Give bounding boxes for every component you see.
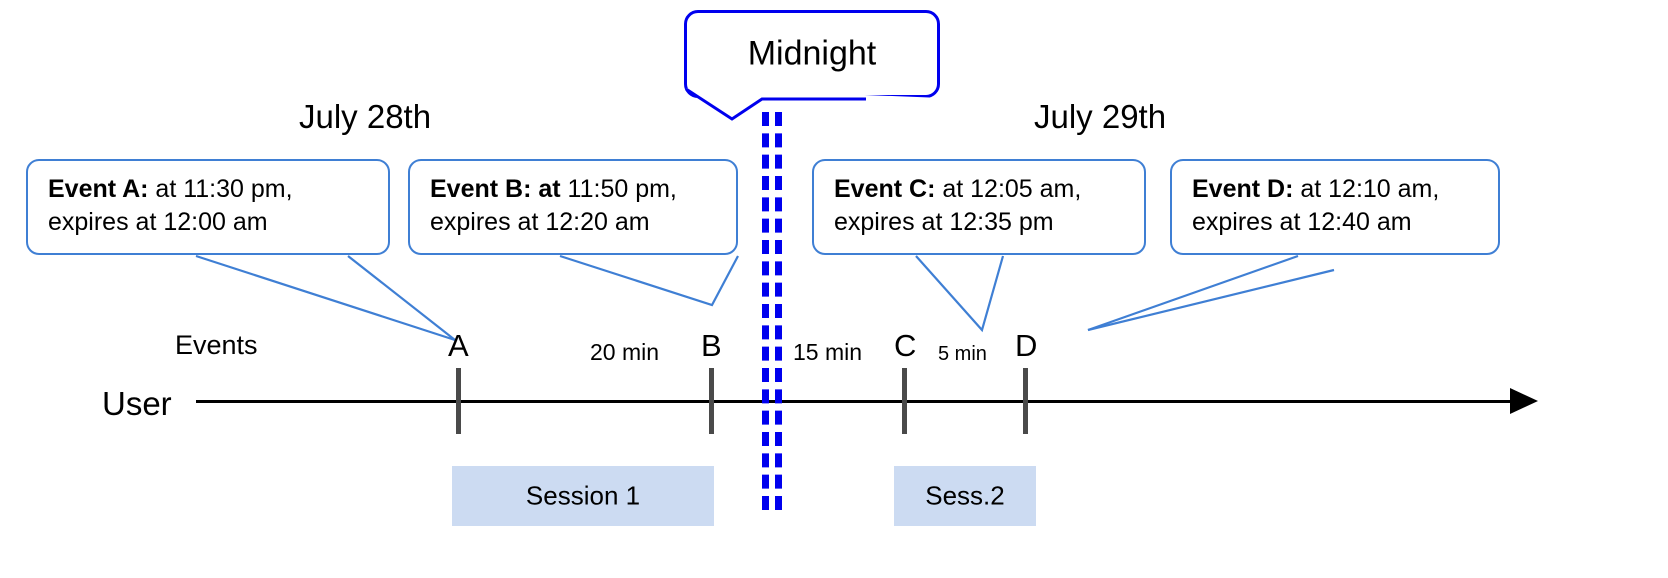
leader-line-b <box>559 254 739 307</box>
leader-line-a-1 <box>195 254 456 342</box>
midnight-dashed-line-right <box>775 112 782 510</box>
event-marker-label-c: C <box>894 328 917 363</box>
event-c-line2: expires at 12:35 pm <box>834 208 1054 237</box>
event-d-bold: Event D: <box>1192 175 1294 203</box>
event-b-rest: 11:50 pm, <box>560 175 677 203</box>
timeline-axis <box>196 400 1516 403</box>
session-1-label: Session 1 <box>525 480 641 511</box>
interval-label-ab: 20 min <box>590 339 660 365</box>
midnight-callout-tail <box>685 87 942 121</box>
tick-mark-d <box>1023 368 1028 434</box>
event-c-rest: at 12:05 am, <box>935 175 1082 203</box>
event-marker-label-a: A <box>448 328 469 363</box>
event-callout-c: Event C: at 12:05 am, expires at 12:35 p… <box>812 159 1146 255</box>
leader-line-b-stub <box>347 255 456 341</box>
row-label-events: Events <box>175 330 258 360</box>
event-callout-a: Event A: at 11:30 pm, expires at 12:00 a… <box>26 159 390 255</box>
leader-line-c <box>915 255 1005 333</box>
event-d-line2: expires at 12:40 am <box>1192 208 1412 237</box>
tick-mark-b <box>709 368 714 434</box>
leader-line-d-1 <box>1087 254 1299 332</box>
event-d-rest: at 12:10 am, <box>1293 175 1440 203</box>
tick-mark-c <box>902 368 907 434</box>
session-2-label: Sess.2 <box>925 480 1005 511</box>
date-heading-july-29: July 29th <box>1034 98 1167 135</box>
session-box-2: Sess.2 <box>894 466 1036 526</box>
row-label-user: User <box>102 385 172 422</box>
event-a-rest: at 11:30 pm, <box>148 175 293 203</box>
event-b-bold: Event B: at <box>430 175 561 203</box>
interval-label-cd: 5 min <box>938 343 987 365</box>
tick-mark-a <box>456 368 461 434</box>
interval-label-bc: 15 min <box>793 339 863 365</box>
date-heading-july-28: July 28th <box>299 98 432 135</box>
midnight-callout: Midnight <box>684 10 940 98</box>
timeline-axis-arrow-icon <box>1510 388 1538 414</box>
event-marker-label-d: D <box>1015 328 1038 363</box>
event-marker-label-b: B <box>701 328 722 363</box>
event-a-line2: expires at 12:00 am <box>48 208 268 237</box>
event-b-line2: expires at 12:20 am <box>430 208 650 237</box>
event-callout-d: Event D: at 12:10 am, expires at 12:40 a… <box>1170 159 1500 255</box>
session-box-1: Session 1 <box>452 466 714 526</box>
event-c-bold: Event C: <box>834 175 936 203</box>
midnight-dashed-line-left <box>762 112 769 510</box>
event-callout-b: Event B: at 11:50 pm, expires at 12:20 a… <box>408 159 738 255</box>
midnight-label: Midnight <box>747 34 877 73</box>
leader-line-d-2 <box>1087 268 1335 332</box>
event-a-bold: Event A: <box>48 175 149 203</box>
